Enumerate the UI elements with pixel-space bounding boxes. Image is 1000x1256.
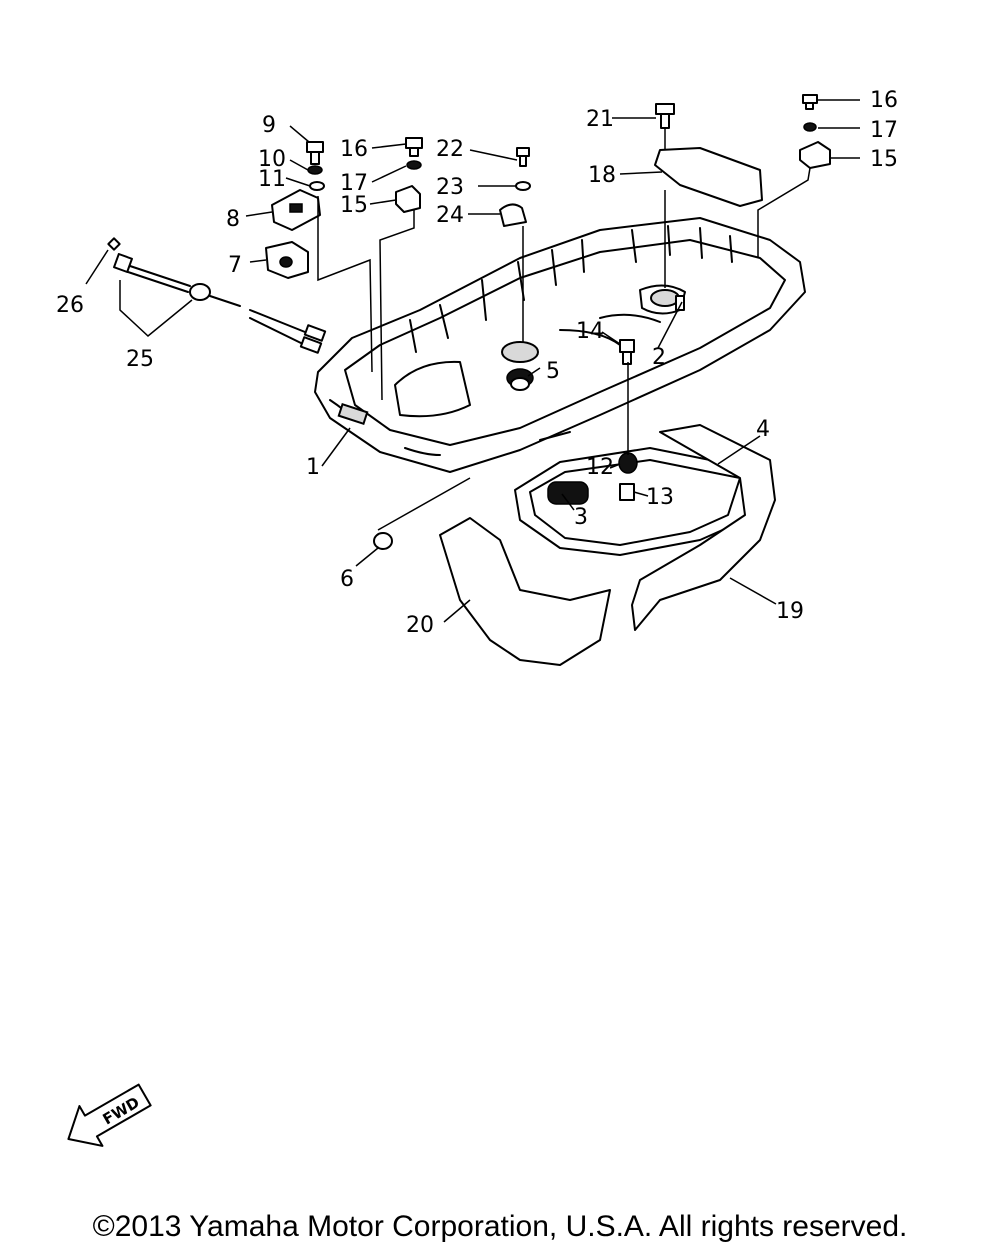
part-3-pad: [547, 481, 589, 505]
callout-labels: 9 10 11 8 7 16 17 15 22 23 24 21 18 16 1…: [56, 88, 898, 638]
part-2-screw: [675, 295, 685, 311]
callout-26: 26: [56, 293, 84, 318]
callout-10: 10: [258, 147, 286, 172]
callout-15-left: 15: [340, 193, 368, 218]
part-14-bolt: [619, 339, 635, 365]
part-24-clip: [499, 203, 527, 227]
part-11-washer: [309, 181, 325, 191]
part-23-washer: [515, 181, 531, 191]
callout-3: 3: [574, 505, 588, 530]
part-8-bracket: [271, 189, 321, 231]
part-18-cover-plate: [654, 147, 763, 207]
callout-19: 19: [776, 599, 804, 624]
part-12-grommet: [618, 452, 638, 474]
part-16-screw-left: [405, 137, 423, 157]
part-19-side-cover: [631, 424, 776, 631]
callout-16-right: 16: [870, 88, 898, 113]
callout-21: 21: [586, 107, 614, 132]
part-9-screw: [306, 141, 324, 165]
part-17-washer-right: [803, 122, 817, 132]
part-16-screw-right: [802, 94, 818, 110]
callout-22: 22: [436, 137, 464, 162]
part-20-side-cover: [439, 517, 611, 666]
callout-12: 12: [586, 455, 614, 480]
callout-11: 11: [258, 167, 286, 192]
part-7-block: [265, 241, 309, 279]
copyright-notice: ©2013 Yamaha Motor Corporation, U.S.A. A…: [92, 1210, 908, 1243]
bottom-cowling: [314, 217, 806, 473]
callout-7: 7: [228, 253, 242, 278]
callout-6: 6: [340, 567, 354, 592]
callout-24: 24: [436, 203, 464, 228]
part-13-collar: [619, 483, 635, 501]
callout-4: 4: [756, 417, 770, 442]
part-25-sensor-cable: [113, 253, 327, 354]
callout-13: 13: [646, 485, 674, 510]
callout-8: 8: [226, 207, 240, 232]
part-4-seal-frame: [514, 447, 761, 556]
callout-14: 14: [576, 319, 604, 344]
callout-1: 1: [306, 455, 320, 480]
callout-20: 20: [406, 613, 434, 638]
callout-23: 23: [436, 175, 464, 200]
part-21-bolt: [655, 103, 675, 129]
callout-9: 9: [262, 113, 276, 138]
part-10-washer: [307, 165, 323, 175]
callout-2: 2: [652, 345, 666, 370]
callout-25: 25: [126, 347, 154, 372]
callout-16-left: 16: [340, 137, 368, 162]
part-5-grommet: [506, 368, 534, 391]
callout-5: 5: [546, 359, 560, 384]
callout-17-left: 17: [340, 171, 368, 196]
callout-17-right: 17: [870, 118, 898, 143]
part-15-clip-right: [799, 141, 831, 169]
part-15-clip-left: [395, 185, 421, 213]
part-22-screw: [516, 147, 530, 167]
leader-lines: [85, 99, 860, 623]
part-17-washer-left: [406, 160, 422, 170]
part-6-plug: [373, 532, 393, 550]
part-26-small-clip: [107, 237, 121, 251]
callout-15-right: 15: [870, 147, 898, 172]
callout-18: 18: [588, 163, 616, 188]
fwd-arrow: FWD: [67, 1083, 152, 1147]
